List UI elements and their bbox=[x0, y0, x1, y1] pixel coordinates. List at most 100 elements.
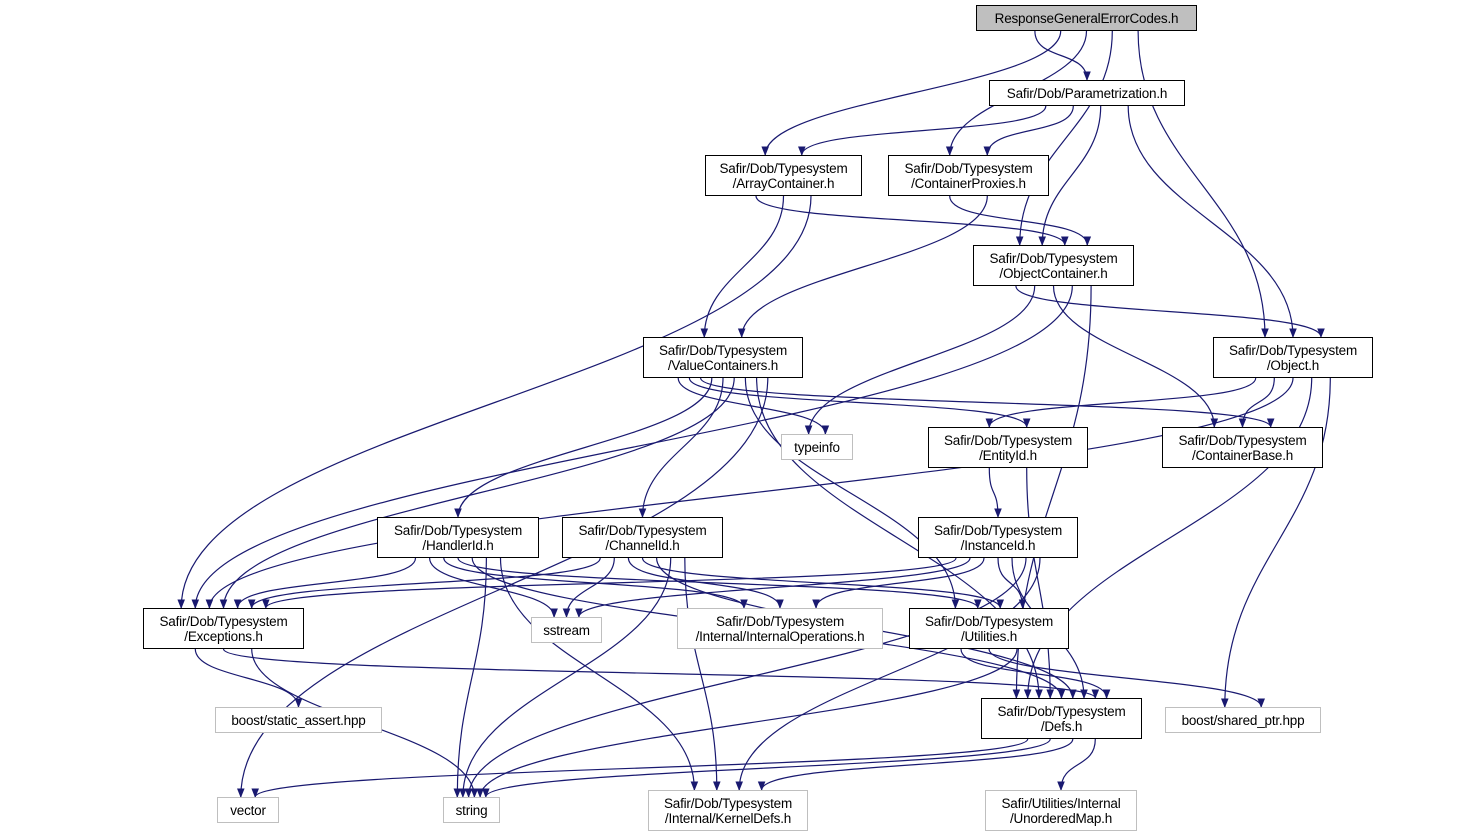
node-label: /EntityId.h bbox=[979, 447, 1037, 463]
edge-exceptions-to-staticassert bbox=[194, 648, 303, 708]
node-vector[interactable]: vector bbox=[217, 797, 279, 823]
node-label: Safir/Dob/Typesystem bbox=[658, 342, 788, 358]
node-defs[interactable]: Safir/Dob/Typesystem/Defs.h bbox=[981, 698, 1142, 739]
edge-instanceid-to-kerneldefs bbox=[735, 557, 1041, 791]
node-label: /HandlerId.h bbox=[422, 537, 494, 553]
edge-instanceid-to-exceptions bbox=[262, 557, 957, 609]
edge-instanceid-to-string bbox=[464, 557, 1027, 798]
edge-utilities-to-string bbox=[476, 648, 1018, 798]
node-label: Safir/Dob/Typesystem bbox=[924, 613, 1054, 629]
edge-param-to-contprox bbox=[983, 105, 1074, 156]
edge-param-to-object bbox=[1127, 105, 1297, 338]
node-label: Safir/Dob/Typesystem bbox=[989, 250, 1118, 266]
edge-defs-to-string bbox=[482, 738, 1051, 798]
node-contprox[interactable]: Safir/Dob/Typesystem/ContainerProxies.h bbox=[888, 155, 1049, 196]
node-label: boost/shared_ptr.hpp bbox=[1181, 712, 1305, 728]
node-label: boost/static_assert.hpp bbox=[231, 712, 366, 728]
node-channelid[interactable]: Safir/Dob/Typesystem/ChannelId.h bbox=[562, 517, 723, 558]
edge-channelid-to-string bbox=[459, 557, 672, 798]
edge-valuecont-to-entityid bbox=[688, 377, 1031, 428]
node-label: vector bbox=[230, 802, 266, 818]
edge-param-to-arraycont bbox=[798, 105, 1047, 156]
edge-objcont-to-exceptions bbox=[191, 285, 1073, 609]
node-valuecont[interactable]: Safir/Dob/Typesystem/ValueContainers.h bbox=[643, 337, 803, 378]
node-label: /ContainerBase.h bbox=[1191, 447, 1294, 463]
node-label: Safir/Dob/Typesystem bbox=[663, 795, 793, 811]
edge-handlerid-to-kerneldefs bbox=[499, 557, 699, 791]
node-staticassert[interactable]: boost/static_assert.hpp bbox=[215, 707, 382, 733]
edge-instanceid-to-utilities bbox=[997, 557, 1027, 609]
node-label: /Object.h bbox=[1266, 357, 1320, 373]
node-label: /ContainerProxies.h bbox=[911, 175, 1026, 191]
node-internalops[interactable]: Safir/Dob/Typesystem/Internal/InternalOp… bbox=[677, 608, 883, 649]
edge-objcont-to-typeinfo bbox=[804, 285, 1036, 435]
node-label: Safir/Utilities/Internal bbox=[1001, 795, 1121, 811]
node-kerneldefs[interactable]: Safir/Dob/Typesystem/Internal/KernelDefs… bbox=[648, 790, 808, 831]
node-label: Safir/Dob/Typesystem bbox=[904, 160, 1033, 176]
node-label: string bbox=[455, 802, 488, 818]
node-object[interactable]: Safir/Dob/Typesystem/Object.h bbox=[1213, 337, 1373, 378]
node-arraycont[interactable]: Safir/Dob/Typesystem/ArrayContainer.h bbox=[705, 155, 862, 196]
edge-defs-to-unorderedmap bbox=[1057, 738, 1096, 791]
edge-root-to-object bbox=[1137, 30, 1269, 338]
edge-arraycont-to-exceptions bbox=[177, 195, 812, 609]
edge-defs-to-vector bbox=[251, 738, 1029, 798]
edge-valuecont-to-contbase bbox=[700, 377, 1275, 428]
edge-entityid-to-instanceid bbox=[988, 467, 1002, 518]
edge-arraycont-to-valuecont bbox=[700, 195, 785, 338]
node-label: Safir/Dob/Typesystem bbox=[1228, 342, 1358, 358]
node-utilities[interactable]: Safir/Dob/Typesystem/Utilities.h bbox=[909, 608, 1069, 649]
edge-valuecont-to-exceptions bbox=[219, 377, 735, 609]
edge-channelid-to-sstream bbox=[562, 557, 615, 618]
node-string[interactable]: string bbox=[443, 797, 500, 823]
edge-entityid-to-defs bbox=[1026, 467, 1055, 699]
edge-contprox-to-valuecont bbox=[737, 195, 988, 338]
node-param[interactable]: Safir/Dob/Parametrization.h bbox=[989, 80, 1185, 106]
edge-valuecont-to-vector bbox=[236, 377, 769, 798]
node-label: sstream bbox=[543, 622, 590, 638]
edge-arraycont-to-objcont bbox=[755, 195, 1069, 246]
node-exceptions[interactable]: Safir/Dob/Typesystem/Exceptions.h bbox=[143, 608, 304, 649]
edge-channelid-to-exceptions bbox=[247, 557, 601, 609]
node-root[interactable]: ResponseGeneralErrorCodes.h bbox=[976, 5, 1197, 31]
node-handlerid[interactable]: Safir/Dob/Typesystem/HandlerId.h bbox=[377, 517, 539, 558]
edge-channelid-to-utilities bbox=[641, 557, 1004, 609]
node-label: Safir/Dob/Typesystem bbox=[715, 613, 845, 629]
node-label: Safir/Dob/Typesystem bbox=[997, 703, 1126, 719]
node-contbase[interactable]: Safir/Dob/Typesystem/ContainerBase.h bbox=[1162, 427, 1323, 468]
node-label: Safir/Dob/Typesystem bbox=[393, 522, 523, 538]
node-entityid[interactable]: Safir/Dob/Typesystem/EntityId.h bbox=[928, 427, 1088, 468]
edge-handlerid-to-sstream bbox=[429, 557, 558, 618]
edge-root-to-arraycont bbox=[761, 30, 1062, 156]
node-label: Safir/Dob/Typesystem bbox=[578, 522, 707, 538]
node-sstream[interactable]: sstream bbox=[531, 617, 602, 643]
node-label: /Defs.h bbox=[1040, 718, 1083, 734]
edge-contprox-to-objcont bbox=[949, 195, 1092, 246]
node-instanceid[interactable]: Safir/Dob/Typesystem/InstanceId.h bbox=[918, 517, 1078, 558]
node-sharedptr[interactable]: boost/shared_ptr.hpp bbox=[1165, 707, 1321, 733]
node-label: /InstanceId.h bbox=[960, 537, 1036, 553]
edge-object-to-sharedptr bbox=[1220, 377, 1331, 708]
edge-instanceid-to-internalops bbox=[812, 557, 985, 609]
node-label: /Exceptions.h bbox=[184, 628, 263, 644]
node-label: Safir/Dob/Typesystem bbox=[719, 160, 848, 176]
node-label: typeinfo bbox=[794, 439, 840, 455]
node-label: ResponseGeneralErrorCodes.h bbox=[994, 10, 1179, 26]
edge-valuecont-to-channelid bbox=[638, 377, 724, 518]
node-label: /UnorderedMap.h bbox=[1009, 810, 1113, 826]
edge-channelid-to-internalops bbox=[627, 557, 784, 609]
node-label: Safir/Dob/Typesystem bbox=[933, 522, 1063, 538]
edge-object-to-contbase bbox=[1238, 377, 1275, 428]
edge-param-to-objcont bbox=[1038, 105, 1102, 246]
edge-object-to-exceptions bbox=[205, 377, 1294, 609]
node-label: Safir/Dob/Typesystem bbox=[943, 432, 1073, 448]
node-label: /ObjectContainer.h bbox=[999, 265, 1108, 281]
edge-handlerid-to-exceptions bbox=[233, 557, 417, 609]
edge-valuecont-to-handlerid bbox=[454, 377, 713, 518]
node-unorderedmap[interactable]: Safir/Utilities/Internal/UnorderedMap.h bbox=[985, 790, 1137, 831]
edge-valuecont-to-typeinfo bbox=[677, 377, 830, 435]
node-objcont[interactable]: Safir/Dob/Typesystem/ObjectContainer.h bbox=[973, 245, 1134, 286]
node-label: /ChannelId.h bbox=[605, 537, 680, 553]
node-label: /Internal/KernelDefs.h bbox=[664, 810, 792, 826]
node-typeinfo[interactable]: typeinfo bbox=[781, 434, 853, 460]
